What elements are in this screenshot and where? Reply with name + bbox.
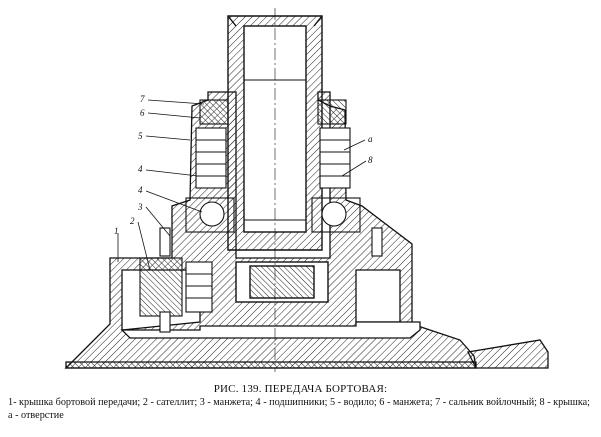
figure-legend: 1- крышка бортовой передачи; 2 - сателли… [8,397,591,421]
left-ball-bearing [199,201,225,227]
base-flange [65,361,477,369]
callout-1: 1 [114,226,119,236]
left-seal [199,99,229,125]
figure-title: РИС. 139. ПЕРЕДАЧА БОРТОВАЯ: [213,383,388,395]
callout-4-lower: 4 [138,185,143,195]
callout-8: 8 [368,155,373,165]
output-flange [467,339,549,369]
callout-7: 7 [140,94,145,104]
callout-2: 2 [130,216,135,226]
right-seal [317,99,347,125]
callout-6: 6 [140,108,145,118]
callout-4-upper: 4 [138,164,143,174]
right-upper-bearing [319,127,351,189]
bolt-left [159,227,171,257]
callout-a: а [368,134,373,144]
right-ball-bearing [321,201,347,227]
base-cavity [120,321,421,339]
left-upper-bearing [195,127,227,189]
bolt-right [371,227,383,257]
inner-cavity-right [355,269,401,323]
bolt-left-lower [159,311,171,333]
callout-3: 3 [137,202,143,212]
satellite-gear [139,257,183,317]
callout-5: 5 [138,131,143,141]
